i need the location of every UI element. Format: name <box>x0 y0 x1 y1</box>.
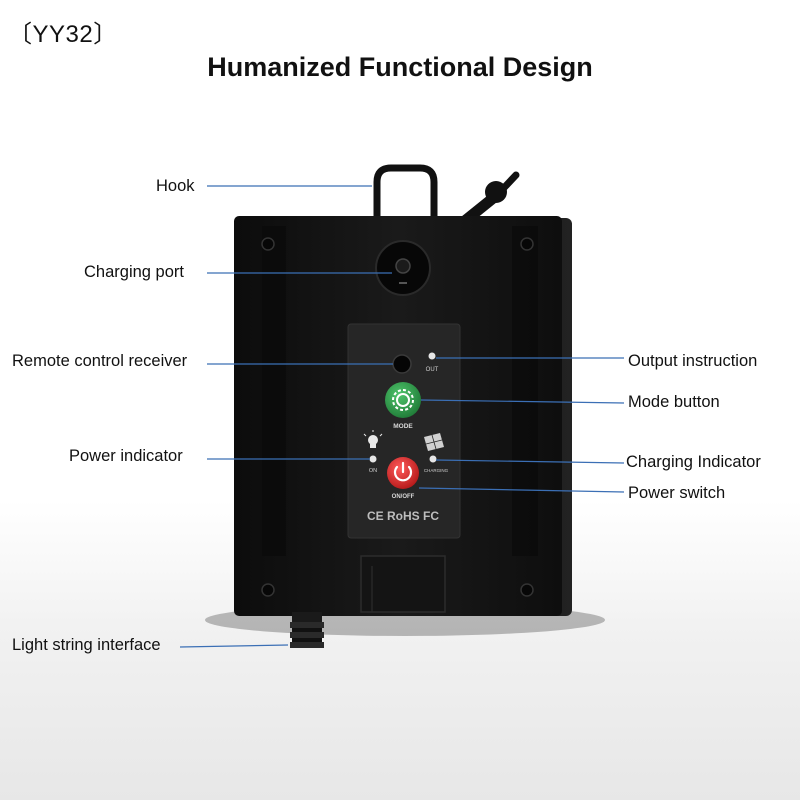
callout-charging-port: Charging port <box>84 263 184 281</box>
certification-marks: CE RoHS FC <box>367 509 439 523</box>
callout-mode-button: Mode button <box>628 393 720 411</box>
callout-light-string-interface: Light string interface <box>12 636 161 654</box>
charging-indicator-led <box>429 455 437 463</box>
output-led <box>428 352 436 360</box>
charging-label: CHARGING <box>424 468 449 473</box>
callout-remote-receiver: Remote control receiver <box>12 352 188 370</box>
screw <box>520 237 534 251</box>
power-indicator-led <box>369 455 377 463</box>
gear-icon <box>392 389 414 411</box>
bulb-icon <box>363 430 383 448</box>
hook-icon <box>373 164 438 222</box>
on-off-label: ON/OFF <box>392 494 415 500</box>
screw <box>261 237 275 251</box>
mode-button[interactable] <box>385 382 421 418</box>
callout-hook: Hook <box>156 177 195 195</box>
remote-receiver <box>392 354 412 374</box>
page-title: Humanized Functional Design <box>207 52 593 82</box>
screw <box>520 583 534 597</box>
control-panel <box>347 323 461 539</box>
on-label: ON <box>369 468 377 474</box>
power-icon <box>393 461 413 482</box>
callout-power-switch: Power switch <box>628 484 726 502</box>
callout-charging-indicator: Charging Indicator <box>626 453 761 471</box>
light-string-connector <box>290 612 324 648</box>
out-label: OUT <box>426 367 439 373</box>
model-tag: 〔YY32〕 <box>8 21 118 48</box>
callout-output-instruction: Output instruction <box>628 352 758 370</box>
solar-panel-icon <box>424 433 444 451</box>
bottom-cover <box>360 555 446 613</box>
callout-power-indicator: Power indicator <box>69 447 183 465</box>
screw <box>261 583 275 597</box>
mode-label: MODE <box>393 423 413 430</box>
leader-lines <box>179 185 625 648</box>
